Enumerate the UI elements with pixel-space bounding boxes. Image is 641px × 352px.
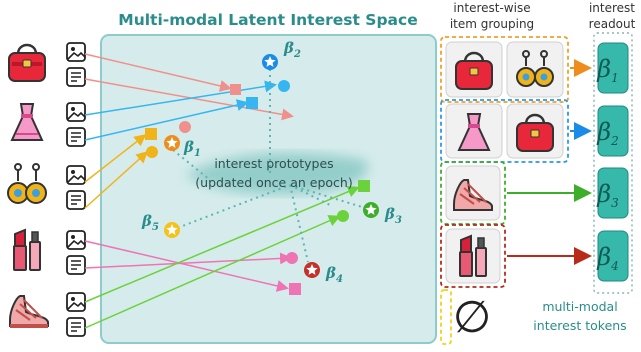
group-box-4 [440, 224, 506, 288]
item-sandal-icon [9, 295, 49, 328]
item-lipstick-icon [13, 228, 41, 271]
prototype-star-icon [262, 54, 278, 70]
item-earrings-icon [7, 163, 47, 204]
image-modality-icon [66, 102, 86, 122]
latent-points [145, 80, 370, 295]
tokens-caption-line1: multi-modal [542, 299, 617, 314]
grouping-header-line2: item grouping [450, 17, 534, 31]
prototype-note-line1: interest prototypes [214, 156, 333, 171]
group2-dress-icon [457, 113, 491, 151]
brush-highlight [185, 152, 369, 195]
interest-token [597, 230, 629, 282]
interest-token [597, 167, 629, 219]
image-modality-icon [66, 42, 86, 62]
image-modality-icon [66, 292, 86, 312]
readout-header-line1: interest [589, 1, 635, 15]
group-box-5 [440, 289, 452, 345]
text-modality-icon [66, 255, 86, 275]
item-dress-icon [10, 103, 44, 141]
prototype-links [171, 63, 373, 263]
group3-sandal-icon [453, 179, 493, 211]
empty-set-symbol: ∅ [453, 292, 491, 343]
grouped-items [445, 41, 564, 284]
text-modality-icon [66, 67, 86, 87]
prototype-star-icon [164, 135, 180, 151]
readout-header-line2: readout [589, 17, 636, 31]
prototype-note-line2: (updated once an epoch) [195, 175, 352, 190]
text-modality-icon [66, 190, 86, 210]
text-modality-icon [66, 127, 86, 147]
prototype-star-icon [304, 262, 320, 278]
interest-token [597, 105, 629, 157]
prototype-star-icon [164, 222, 180, 238]
tokens-caption-line2: interest tokens [533, 318, 626, 333]
group-box-2 [440, 99, 569, 163]
group1-earrings-icon [516, 50, 554, 87]
text-modality-icon [66, 317, 86, 337]
prototype-star-icon [363, 202, 379, 218]
image-modality-icon [66, 165, 86, 185]
image-modality-icon [66, 230, 86, 250]
group-box-3 [440, 161, 506, 225]
group2-handbag-icon [516, 113, 554, 152]
readout-column-frame [593, 32, 633, 294]
item-connections [84, 53, 360, 329]
item-handbag-icon [8, 43, 46, 82]
group4-lipstick-icon [459, 234, 487, 277]
grouping-header-line1: interest-wise [453, 1, 530, 15]
interest-token [597, 42, 629, 94]
group1-handbag-icon [455, 51, 493, 90]
group-box-1 [440, 36, 569, 103]
space-title: Multi-modal Latent Interest Space [118, 11, 417, 29]
